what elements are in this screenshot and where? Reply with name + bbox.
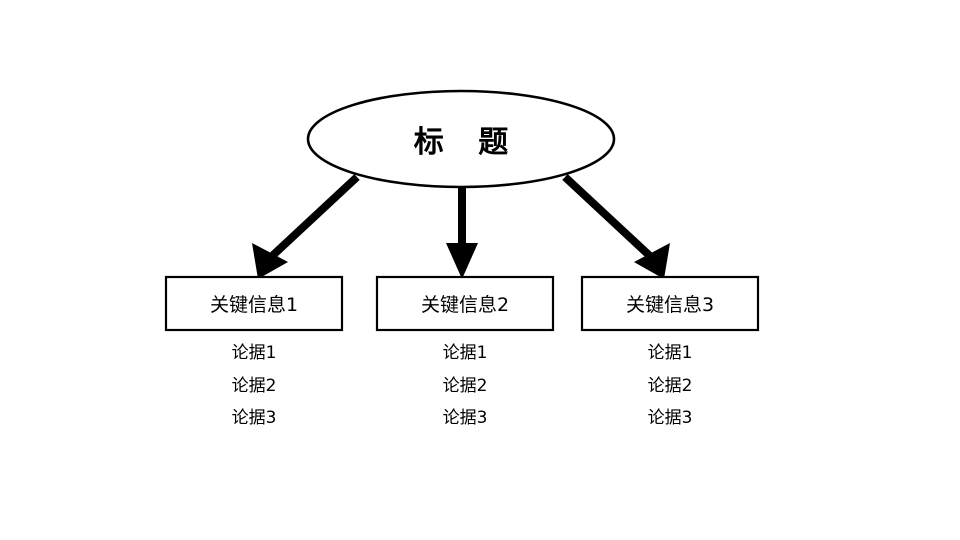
evidence-item: 论据1 — [647, 343, 693, 363]
title-node-label: 标 题 — [413, 125, 521, 160]
evidence-item: 论据1 — [231, 343, 277, 363]
evidence-list-1: 论据1 论据2 论据3 — [166, 344, 342, 428]
key-box-label-3: 关键信息3 — [625, 294, 715, 316]
evidence-list-3: 论据1 论据2 论据3 — [582, 344, 758, 428]
arrow-to-key-box-1 — [252, 174, 360, 279]
evidence-item: 论据3 — [442, 408, 488, 429]
key-box-1[interactable] — [164, 275, 344, 332]
evidence-item: 论据2 — [442, 375, 488, 396]
evidence-list-2: 论据1 论据2 论据3 — [377, 344, 553, 428]
key-box-label-1: 关键信息1 — [209, 294, 299, 316]
evidence-item: 论据1 — [442, 343, 488, 363]
evidence-item: 论据2 — [647, 375, 693, 396]
evidence-item: 论据3 — [647, 408, 693, 429]
key-box-2[interactable] — [375, 275, 555, 332]
key-box-3[interactable] — [580, 275, 760, 332]
arrow-to-key-box-3 — [562, 174, 670, 279]
evidence-item: 论据2 — [231, 375, 277, 396]
arrow-to-key-box-2 — [446, 188, 478, 279]
key-box-label-2: 关键信息2 — [420, 294, 510, 316]
evidence-item: 论据3 — [231, 408, 277, 429]
title-ellipse[interactable] — [306, 89, 616, 189]
